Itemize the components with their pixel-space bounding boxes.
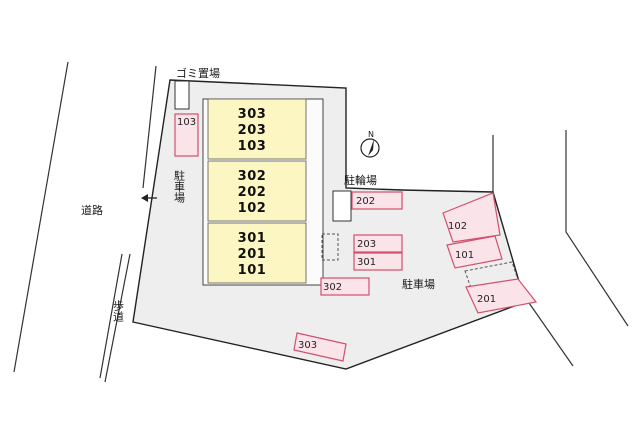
unit-number: 102 [238,201,267,216]
left-parking-label: 駐車場 [173,169,186,204]
parking-slot-202: 202 [351,191,403,210]
svg-text:203: 203 [357,239,376,250]
entrance-arrow-icon [141,194,157,202]
parking-slot-201: 201 [465,278,538,314]
unit-number: 203 [238,123,267,138]
parking-slot-103: 103 [174,113,199,157]
svg-text:202: 202 [356,196,375,207]
parking-slot-102: 102 [442,192,501,243]
svg-text:201: 201 [477,294,496,305]
unit-number: 302 [238,169,267,184]
dashed-area [321,233,339,261]
unit-number: 101 [238,263,267,278]
garbage-area-label: ゴミ置場 [176,66,220,80]
svg-text:302: 302 [323,282,342,293]
building-1 [207,98,307,160]
parking-slot-301: 301 [353,252,403,271]
building-block [202,98,324,286]
unit-number: 103 [238,139,267,154]
parking-slot-101: 101 [446,235,503,269]
svg-text:101: 101 [455,250,474,261]
svg-text:301: 301 [357,257,376,268]
svg-text:303: 303 [298,340,317,351]
main-parking-label: 駐車場 [402,277,435,291]
bicycle-parking-label: 駐輪場 [344,173,377,187]
unit-number: 301 [238,231,267,246]
unit-number: 201 [238,247,267,262]
unit-number: 202 [238,185,267,200]
building-3 [207,222,307,284]
parking-slot-203: 203 [353,234,403,253]
svg-text:102: 102 [448,221,467,232]
sidewalk-label: 歩道 [112,299,125,322]
garbage-area [174,80,190,110]
building-2 [207,160,307,222]
bicycle-parking [332,190,352,222]
parking-slot-302: 302 [320,277,370,296]
road-label: 道路 [81,203,103,217]
parking-slot-303: 303 [293,332,347,362]
svg-text:103: 103 [177,117,196,128]
north-arrow-icon: N [360,130,380,158]
svg-text:N: N [368,130,374,139]
unit-number: 303 [238,107,267,122]
